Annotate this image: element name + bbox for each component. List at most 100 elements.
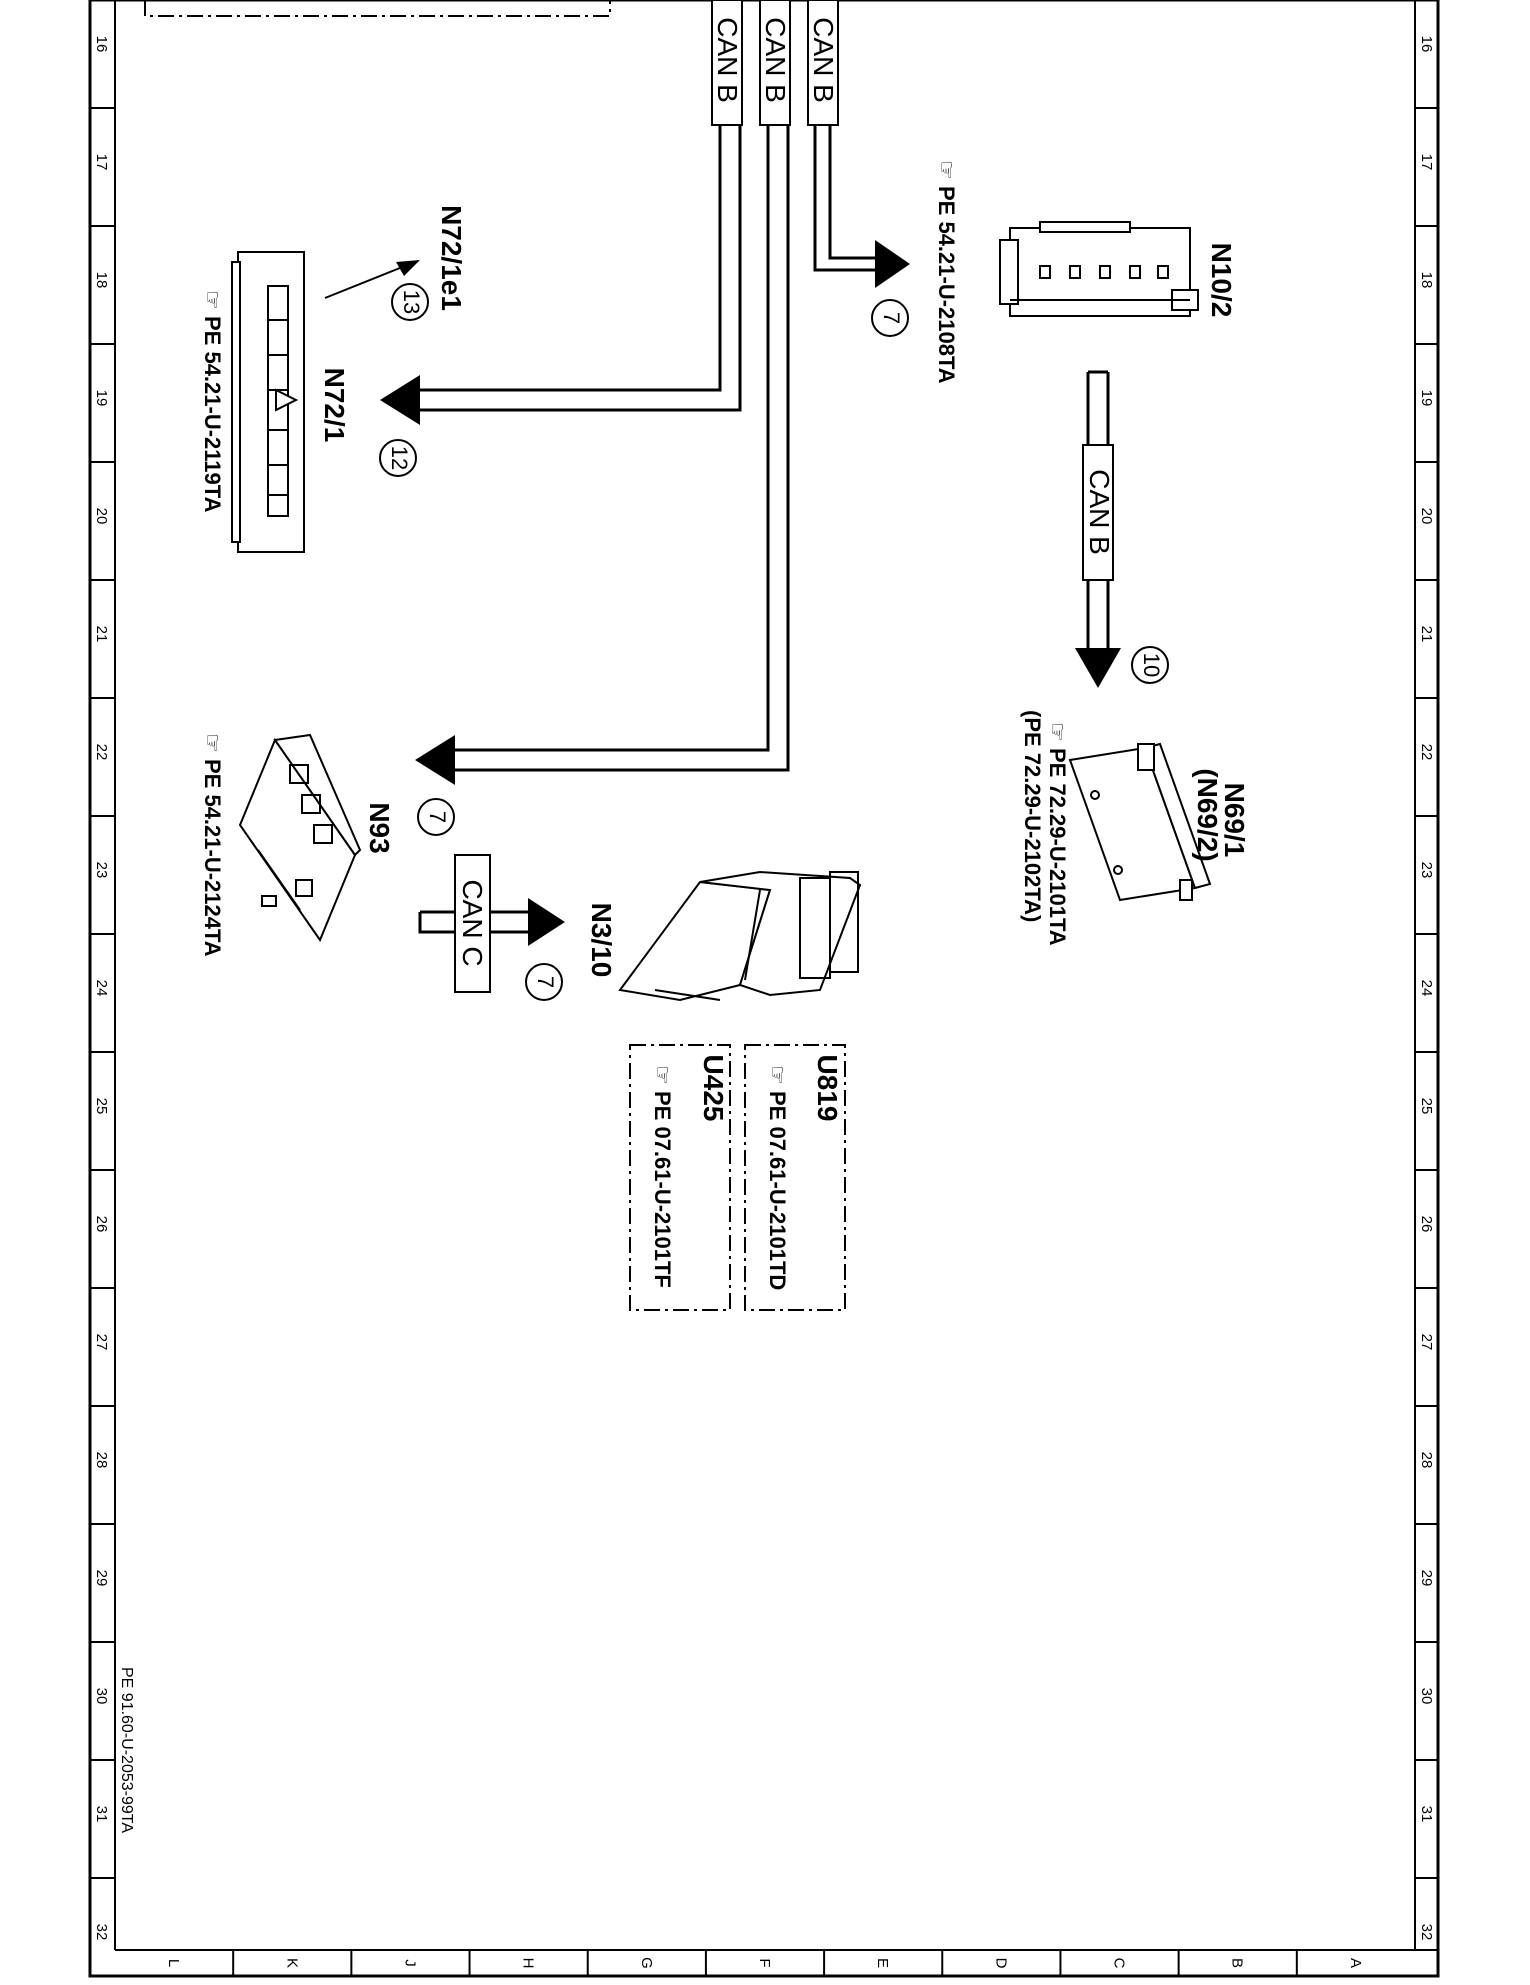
callout-n72-1: 12: [379, 439, 417, 477]
can-b-wire-n93: [455, 125, 790, 772]
column-label: B: [1229, 1958, 1246, 1968]
row-label: 16: [1418, 36, 1435, 53]
hand-icon: ☞: [765, 1065, 790, 1085]
label-n69-1: N69/1: [1219, 783, 1250, 858]
column-label: F: [756, 1958, 773, 1967]
row-label: 21: [1418, 626, 1435, 643]
row-label: 26: [93, 1216, 110, 1233]
leader-arrow-n72-1e1: [396, 260, 420, 276]
box-u425: [629, 1044, 731, 1311]
label-n10-2: N10/2: [1206, 243, 1237, 318]
can-b-connector-1: CAN B: [711, 0, 743, 126]
ref-u819: ☞ PE 07.61-U-2101TD: [765, 1065, 790, 1290]
callout-n69-1: 10: [1131, 646, 1169, 684]
row-label: 31: [1418, 1806, 1435, 1823]
ref-u425: ☞ PE 07.61-U-2101TF: [650, 1065, 675, 1288]
row-label: 29: [1418, 1570, 1435, 1587]
column-label: A: [1347, 1958, 1364, 1968]
label-n72-1e1: N72/1e1: [436, 205, 467, 311]
svg-text:10: 10: [1139, 653, 1164, 677]
label-u819: U819: [812, 1055, 843, 1122]
row-label: 22: [1418, 744, 1435, 761]
column-ticks: [232, 1950, 1298, 1976]
column-label: J: [401, 1959, 418, 1967]
hand-icon: ☞: [1045, 722, 1070, 742]
can-b-wire-n72-1: [420, 125, 742, 412]
row-label: 31: [93, 1806, 110, 1823]
label-n3-10: N3/10: [586, 903, 617, 978]
row-label: 25: [1418, 1098, 1435, 1115]
row-label: 21: [93, 626, 110, 643]
row-label: 18: [93, 272, 110, 289]
doc-ref: PE 91.60-U-2053-99TA: [118, 1667, 135, 1833]
row-label: 26: [1418, 1216, 1435, 1233]
row-label: 28: [1418, 1452, 1435, 1469]
row-label: 16: [93, 36, 110, 53]
ref1-n69-1: ☞ PE 72.29-U-2101TA: [1045, 722, 1070, 946]
component-n10-2: [999, 221, 1199, 317]
row-label: 30: [93, 1688, 110, 1705]
row-label: 24: [93, 980, 110, 997]
can-b-label-1: CAN B: [712, 17, 743, 103]
row-label: 32: [1418, 1924, 1435, 1941]
label-n69-2: (N69/2): [1192, 768, 1223, 861]
svg-text:7: 7: [879, 312, 904, 324]
ref-n93: ☞ PE 54.21-U-2124TA: [200, 733, 225, 957]
row-label: 20: [1418, 508, 1435, 525]
row-label: 27: [93, 1334, 110, 1351]
component-n72-1: [231, 251, 305, 553]
svg-text:PE 54.21-U-2119TA: PE 54.21-U-2119TA: [200, 316, 225, 513]
label-u425: U425: [698, 1055, 729, 1122]
hazard-triangle-icon: [275, 388, 299, 412]
row-label: 28: [93, 1452, 110, 1469]
hand-icon: ☞: [650, 1065, 675, 1085]
row-label: 20: [93, 508, 110, 525]
svg-text:(PE 72.29-U-2102TA): (PE 72.29-U-2102TA): [1020, 710, 1045, 922]
svg-text:PE 54.21-U-2108TA: PE 54.21-U-2108TA: [934, 186, 959, 384]
component-n3-10: [618, 870, 862, 1002]
row-ticks: [90, 107, 1438, 1879]
can-b-connector-2: CAN B: [759, 0, 791, 126]
can-b-label-3: CAN B: [808, 17, 839, 103]
row-label: 23: [1418, 862, 1435, 879]
row-label: 17: [93, 154, 110, 171]
can-b-label-4: CAN B: [1084, 469, 1115, 555]
callout-n93: 7: [417, 798, 455, 836]
ref2-n69-1: (PE 72.29-U-2102TA): [1020, 710, 1045, 922]
top-dashed-box: [144, 0, 611, 17]
row-label: 19: [93, 390, 110, 407]
can-c-label: CAN C: [457, 879, 488, 966]
can-b-label-2: CAN B: [760, 17, 791, 103]
label-n72-1: N72/1: [319, 368, 350, 443]
row-label: 24: [1418, 980, 1435, 997]
row-label: 29: [93, 1570, 110, 1587]
hand-icon: ☞: [200, 290, 225, 310]
column-label: C: [1111, 1958, 1128, 1969]
callout-n3-10: 7: [525, 963, 563, 1001]
svg-text:7: 7: [425, 811, 450, 823]
svg-text:PE 54.21-U-2124TA: PE 54.21-U-2124TA: [200, 759, 225, 957]
hand-icon: ☞: [934, 160, 959, 180]
row-label: 27: [1418, 1334, 1435, 1351]
column-label: L: [165, 1959, 182, 1967]
arrow-n3-10: [528, 898, 565, 946]
row-label: 22: [93, 744, 110, 761]
row-label: 19: [1418, 390, 1435, 407]
row-label: 25: [93, 1098, 110, 1115]
can-b-connector-3: CAN B: [807, 0, 839, 126]
component-n93: [238, 733, 362, 943]
ref-n10-2: ☞ PE 54.21-U-2108TA: [934, 160, 959, 384]
column-label: E: [874, 1958, 891, 1968]
hand-icon: ☞: [200, 733, 225, 753]
can-c-connector: [454, 854, 491, 993]
row-label: 32: [93, 1924, 110, 1941]
row-label: 18: [1418, 272, 1435, 289]
column-label: H: [520, 1958, 537, 1969]
column-label: D: [992, 1958, 1009, 1969]
column-label: G: [638, 1957, 655, 1969]
callout-n10-2: 7: [871, 299, 909, 337]
ref-n72-1: ☞ PE 54.21-U-2119TA: [200, 290, 225, 513]
arrow-n93: [415, 735, 455, 785]
